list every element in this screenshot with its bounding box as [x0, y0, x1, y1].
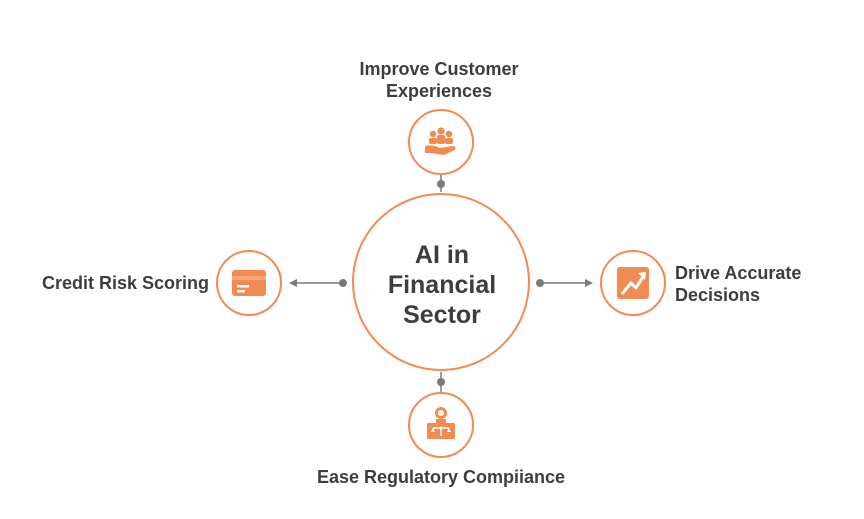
- connector-left: [289, 279, 347, 287]
- connector-right: [536, 279, 593, 287]
- node-left: [216, 250, 282, 316]
- center-title: AI in Financial Sector: [352, 240, 532, 330]
- node-bottom: [408, 392, 474, 458]
- label-bottom: Ease Regulatory Compiiance: [291, 466, 591, 488]
- label-top-line: Experiences: [385, 81, 493, 101]
- node-top: [408, 109, 474, 175]
- customer-care-icon: [425, 127, 456, 155]
- connector-bottom: [437, 372, 445, 392]
- label-top: Improve Customer Experiences: [339, 58, 539, 102]
- center-title-line: Financial: [387, 271, 497, 299]
- label-right: Drive Accurate Decisions: [675, 262, 835, 306]
- credit-card-icon: [232, 270, 266, 296]
- label-bottom-line: Ease Regulatory Compiiance: [316, 467, 566, 487]
- center-title-line: Sector: [403, 301, 481, 329]
- label-left-line: Credit Risk Scoring: [41, 273, 209, 293]
- center-circle: [352, 193, 530, 371]
- center-title-line: AI in: [414, 241, 470, 269]
- label-top-line: Improve Customer: [359, 59, 519, 79]
- growth-chart-icon: [617, 267, 649, 299]
- label-left: Credit Risk Scoring: [20, 272, 209, 294]
- label-right-line: Decisions: [675, 285, 761, 305]
- label-right-line: Drive Accurate: [675, 263, 802, 283]
- node-right: [600, 250, 666, 316]
- regulatory-scale-icon: [427, 407, 455, 439]
